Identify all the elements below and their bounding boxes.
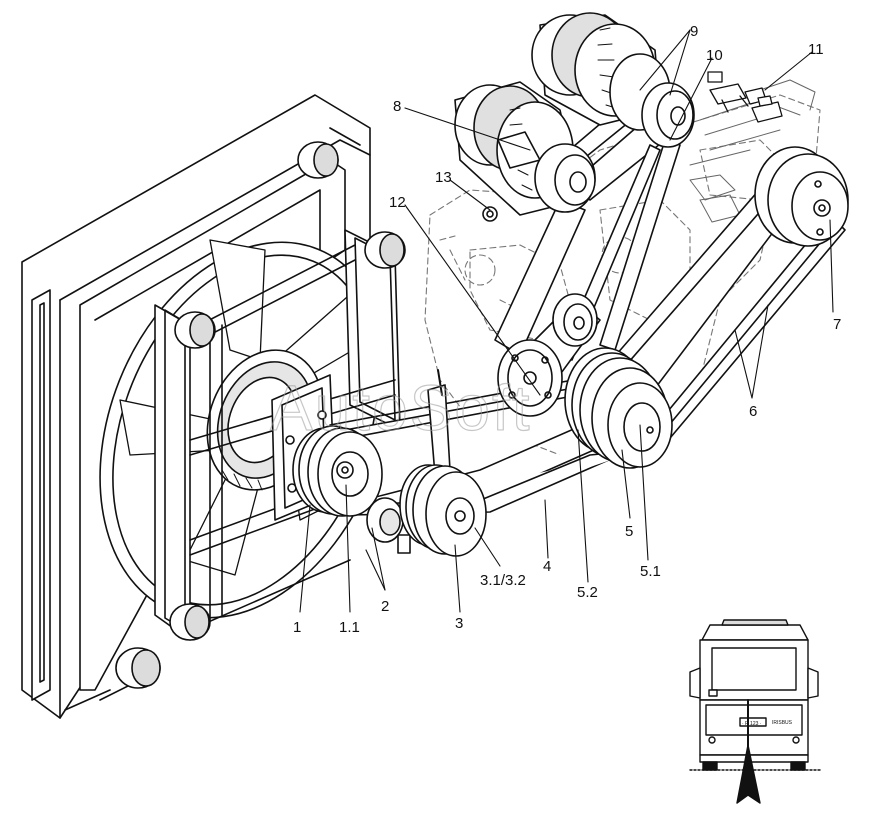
callout-3: 3 [455,615,463,632]
fan-guard-frame [154,229,401,641]
callout-9: 9 [690,23,698,40]
callout-6: 6 [749,403,757,420]
callout-12: 12 [389,194,406,211]
guard-bushings [169,231,406,641]
alternator-upper [531,12,695,148]
callout-8: 8 [393,98,401,115]
callout-3-1-3-2: 3.1/3.2 [480,572,526,589]
callout-10: 10 [706,47,723,64]
callout-1-1: 1.1 [339,619,360,636]
callout-5: 5 [625,523,633,540]
pulley-7 [754,146,849,247]
callout-5-2: 5.2 [577,584,598,601]
leader-lines [299,29,834,613]
callout-11: 11 [808,41,824,58]
idler-2 [366,497,404,543]
alternator-lower [454,81,596,216]
bus-rear-inset: · R 123 · IRISBUS [689,619,821,804]
watermark-text: AutoSoft [270,372,532,444]
inset-plate: · R 123 · [742,721,762,727]
pulley-3 [399,464,487,557]
radiator-mount-bushings [115,141,339,689]
bolt-13 [482,206,498,222]
callout-labels: 1 1.1 2 3 3.1/3.2 4 5.2 5 5.1 6 7 8 9 10… [293,23,841,636]
pulley-12 [552,293,598,347]
callout-1: 1 [293,619,301,636]
fan-pulley-1 [292,425,383,517]
inset-brand: IRISBUS [772,720,793,726]
callout-7: 7 [833,316,841,333]
callout-13: 13 [435,169,452,186]
callout-4: 4 [543,558,551,575]
callout-2: 2 [381,598,389,615]
callout-5-1: 5.1 [640,563,661,580]
bracket-parts [707,71,783,123]
